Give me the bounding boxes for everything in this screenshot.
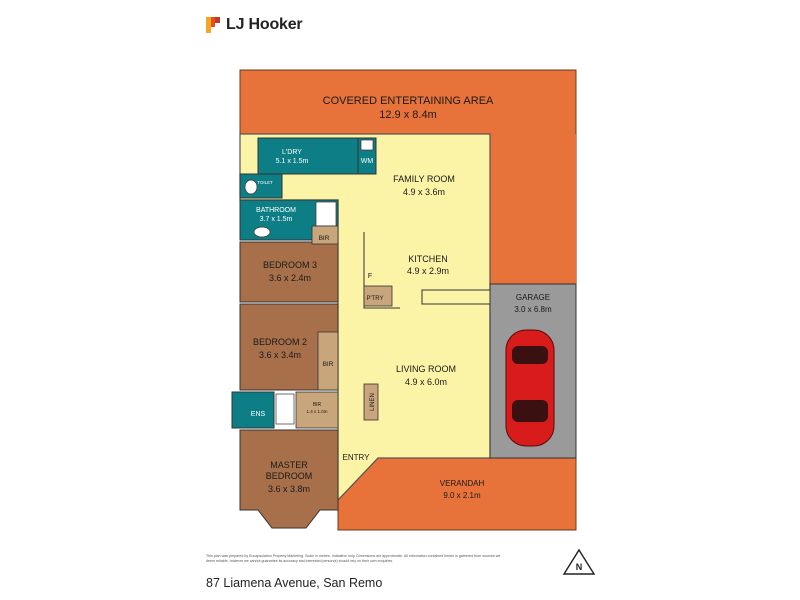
shower-icon [315, 201, 337, 227]
covered-area-name: COVERED ENTERTAINING AREA [323, 95, 494, 107]
master-bedroom-dims: 3.6 x 3.8m [268, 484, 310, 494]
bedroom2-bir-label: BIR [323, 361, 334, 368]
bedroom2-dims: 3.6 x 3.4m [259, 350, 301, 360]
master-bir [295, 391, 339, 429]
pantry [363, 285, 393, 307]
ensuite-shower-icon [275, 393, 295, 425]
bedroom3-dims: 3.6 x 2.4m [269, 273, 311, 283]
verandah-dims: 9.0 x 2.1m [443, 491, 481, 500]
family-room-dims: 4.9 x 3.6m [403, 187, 445, 197]
kitchen-bench [363, 232, 400, 309]
brand-logo: LJ Hooker [206, 14, 303, 36]
bedroom2-name: BEDROOM 2 [253, 337, 307, 347]
master-bedroom-name1: MASTER [270, 460, 308, 470]
kitchen-name: KITCHEN [408, 254, 448, 264]
property-address: 87 Liamena Avenue, San Remo [206, 576, 383, 590]
linen-label: LINEN [370, 393, 376, 411]
master-bedroom-room [239, 429, 339, 529]
living-room-dims: 4.9 x 6.0m [405, 377, 447, 387]
car-icon [505, 329, 555, 447]
linen-cupboard [363, 383, 379, 421]
bathroom-dims: 3.7 x 1.5m [260, 216, 293, 223]
living-room-name: LIVING ROOM [396, 364, 456, 374]
bedroom3-name: BEDROOM 3 [263, 260, 317, 270]
bedroom3-bir-label: BIR [319, 235, 330, 242]
laundry-name: L'DRY [282, 149, 302, 156]
laundry-sink-icon [360, 139, 374, 151]
fridge-label: F [368, 273, 372, 280]
pantry-label: P'TRY [366, 296, 383, 302]
toilet-bowl-icon [244, 179, 258, 195]
master-bedroom-name2: BEDROOM [266, 471, 313, 481]
covered-area-dims: 12.9 x 8.4m [379, 109, 436, 121]
wm-label: WM [361, 158, 374, 165]
compass-label: N [576, 562, 583, 572]
bedroom2-bir [317, 331, 339, 391]
garage-name: GARAGE [516, 293, 550, 302]
disclaimer-text: This plan was prepared by Encapsulation … [206, 554, 501, 563]
family-room-name: FAMILY ROOM [393, 174, 455, 184]
bathroom-name: BATHROOM [256, 207, 296, 214]
brand-name: LJ Hooker [226, 16, 303, 33]
basin-icon [253, 226, 271, 238]
kitchen-dims: 4.9 x 2.9m [407, 266, 449, 276]
strip-right [490, 134, 576, 284]
laundry-dims: 5.1 x 1.5m [276, 158, 309, 165]
toilet-name: TOILET [257, 180, 273, 185]
laundry-room [257, 137, 359, 175]
verandah-name: VERANDAH [440, 479, 485, 488]
kitchen-island [421, 289, 491, 305]
entry-label: ENTRY [343, 453, 371, 462]
bedroom3-bir [311, 225, 339, 245]
compass-icon: N [562, 548, 596, 575]
master-bir-label: BIR [313, 402, 322, 408]
logo-mark-icon [206, 17, 220, 33]
master-bir-dims: 1.4 x 1.0m [306, 409, 327, 414]
garage-dims: 3.0 x 6.8m [514, 305, 552, 314]
bedroom3-room [239, 241, 339, 303]
ensuite-room [231, 391, 275, 429]
ensuite-label: ENS [251, 411, 266, 418]
